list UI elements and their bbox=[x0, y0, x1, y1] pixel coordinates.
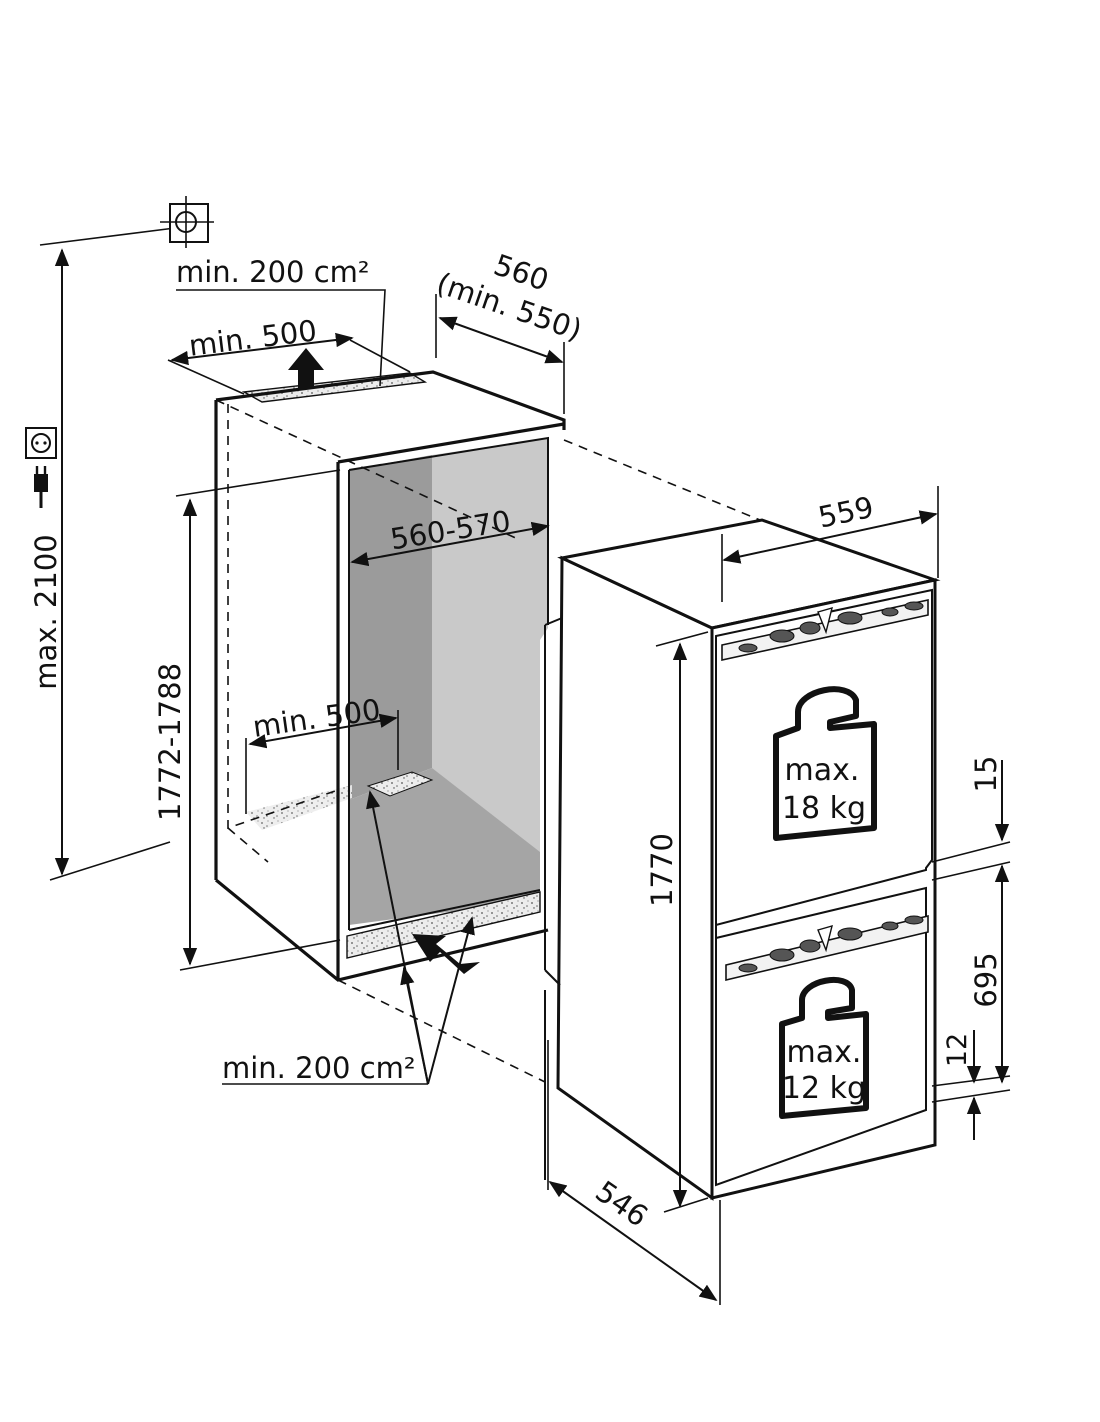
top-vent-area-label: min. 200 cm² bbox=[176, 255, 370, 289]
lower-weight-icon: max. 12 kg bbox=[779, 976, 869, 1119]
dimension-total-height: max. 2100 bbox=[29, 227, 176, 881]
floor-vent-grille bbox=[366, 771, 434, 797]
dimension-niche-width: 560 (min. 550) bbox=[432, 247, 586, 414]
socket-icon bbox=[25, 427, 57, 459]
lower-shelf-rail bbox=[725, 914, 929, 982]
lower-weight-line1: max. bbox=[787, 1035, 862, 1070]
bottom-vent-area-label: min. 200 cm² bbox=[222, 1051, 416, 1085]
appliance-depth-label: 546 bbox=[589, 1174, 654, 1234]
niche-height-label: 1772-1788 bbox=[153, 663, 187, 821]
niche-interior-floor bbox=[349, 768, 540, 925]
lower-weight-line2: 12 kg bbox=[782, 1071, 866, 1106]
upper-weight-line2: 18 kg bbox=[782, 791, 866, 826]
left-side-vent bbox=[246, 785, 352, 830]
plinth-vent-grille bbox=[346, 891, 541, 959]
gap-upper-label: 15 bbox=[969, 756, 1003, 793]
plug-icon bbox=[34, 466, 48, 508]
gap-lower-label: 12 bbox=[942, 1033, 973, 1067]
upper-weight-icon: max. 18 kg bbox=[773, 686, 877, 841]
upper-shelf-rail bbox=[721, 599, 929, 661]
top-airflow-arrow-icon bbox=[288, 348, 324, 388]
dimension-door-gaps: 15 695 12 bbox=[931, 756, 1011, 1140]
drain-crosshair-icon bbox=[160, 196, 214, 248]
dimension-appliance-height: 1770 bbox=[645, 631, 709, 1213]
niche-interior-back-wall bbox=[349, 455, 432, 800]
total-height-label: max. 2100 bbox=[29, 534, 63, 689]
upper-weight-line1: max. bbox=[785, 753, 860, 788]
fridge-appliance: max. 18 kg max. 12 kg bbox=[544, 518, 941, 1201]
dimension-niche-height: 1772-1788 bbox=[153, 469, 341, 971]
bottom-airflow-arrow-icon bbox=[412, 934, 480, 974]
lower-door bbox=[715, 886, 927, 1187]
dimension-bottom-vent-area: min. 200 cm² bbox=[222, 790, 475, 1085]
top-depth-label: min. 500 bbox=[187, 313, 319, 362]
dimension-top-vent-area: min. 200 cm² bbox=[176, 255, 386, 387]
appliance-height-label: 1770 bbox=[645, 833, 679, 907]
lower-door-height-label: 695 bbox=[969, 952, 1003, 1007]
